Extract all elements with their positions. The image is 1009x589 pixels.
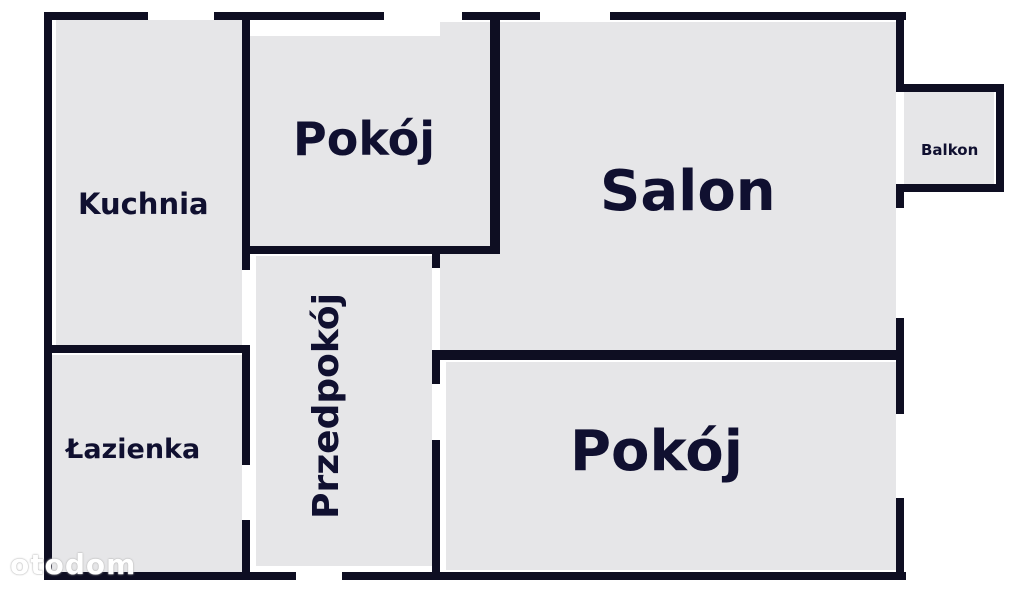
wall-kitchen-right bbox=[242, 20, 250, 270]
wall-right-3 bbox=[896, 318, 904, 414]
balcony-wall-right bbox=[996, 84, 1004, 192]
wall-left-2 bbox=[44, 348, 52, 580]
label-living-room: Salon bbox=[600, 159, 776, 224]
wall-hallway-right-3 bbox=[432, 440, 440, 580]
balcony-wall-bottom bbox=[896, 184, 1004, 192]
label-room-top: Pokój bbox=[293, 112, 436, 166]
balcony-area bbox=[904, 92, 994, 188]
kitchen-area bbox=[56, 20, 242, 345]
wall-right-2 bbox=[896, 184, 904, 208]
wall-top-2 bbox=[214, 12, 384, 20]
wall-top-3 bbox=[462, 12, 540, 20]
wall-bottom-1 bbox=[44, 572, 296, 580]
label-kitchen: Kuchnia bbox=[78, 187, 209, 221]
label-bathroom: Łazienka bbox=[66, 434, 201, 465]
wall-room-top-bottom bbox=[242, 246, 500, 254]
label-balcony: Balkon bbox=[921, 141, 979, 159]
living-room-area bbox=[440, 22, 896, 350]
bathroom-area bbox=[52, 355, 242, 575]
wall-top-4 bbox=[610, 12, 906, 20]
wall-bathroom-right-2 bbox=[242, 520, 250, 580]
wall-hallway-right-2 bbox=[432, 350, 440, 384]
hallway-area bbox=[256, 256, 432, 566]
label-hallway: Przedpokój bbox=[306, 293, 347, 519]
wall-top-1 bbox=[44, 12, 148, 20]
label-room-bottom: Pokój bbox=[570, 419, 743, 484]
wall-hallway-right-1 bbox=[432, 254, 440, 268]
wall-bottom-2 bbox=[342, 572, 906, 580]
room-bottom-area bbox=[446, 362, 896, 570]
wall-room-top-right bbox=[490, 20, 500, 254]
otodom-watermark-logo: otodom bbox=[10, 548, 137, 581]
wall-right-1 bbox=[896, 12, 904, 92]
balcony-wall-top bbox=[896, 84, 1004, 92]
wall-salon-room-bottom bbox=[432, 350, 904, 360]
wall-right-4 bbox=[896, 498, 904, 580]
wall-kitchen-bathroom bbox=[44, 345, 250, 353]
wall-left-1 bbox=[44, 12, 52, 348]
wall-bathroom-right bbox=[242, 345, 250, 465]
